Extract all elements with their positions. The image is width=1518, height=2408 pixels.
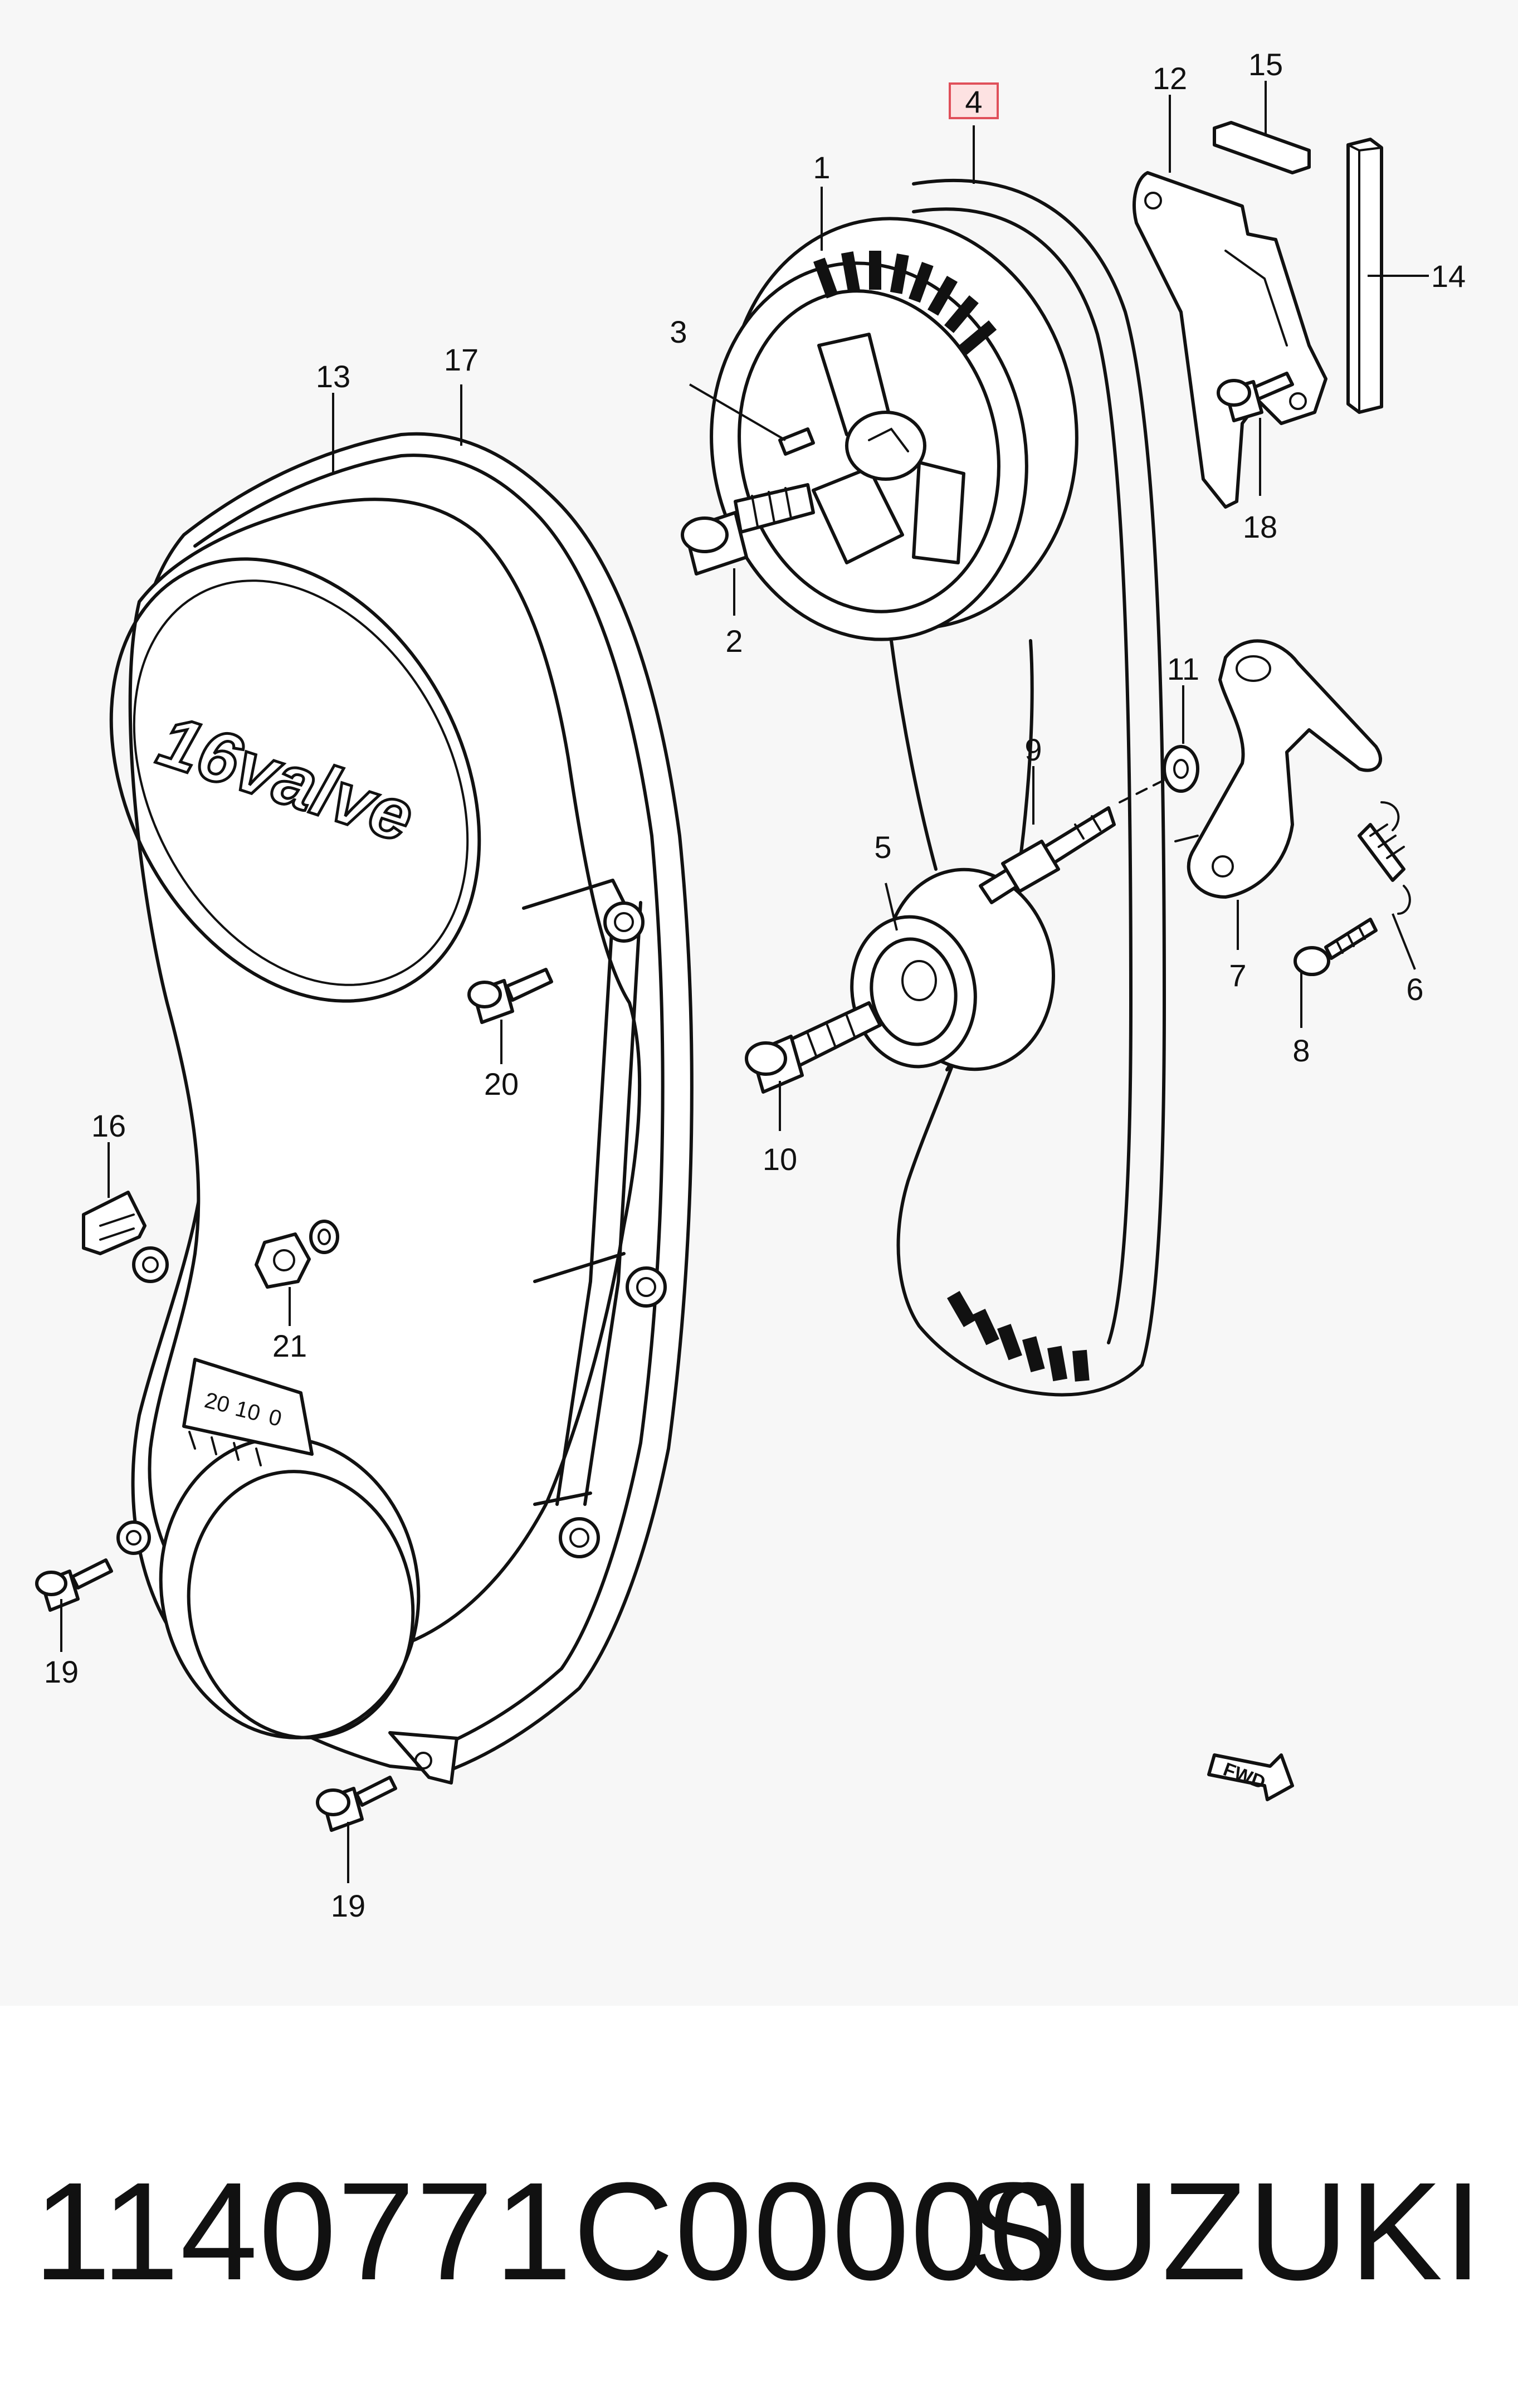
tensioner-pulley: [850, 867, 1055, 1071]
callout-13[interactable]: 13: [316, 359, 350, 394]
callout-2[interactable]: 2: [725, 623, 743, 659]
timing-belt: [890, 178, 1166, 1397]
tensioner-spring: [1358, 801, 1411, 915]
callout-12[interactable]: 12: [1153, 61, 1187, 96]
exploded-parts-diagram: 16valve 20 10 0: [35, 47, 1466, 1923]
tensioner-bolt: [745, 1001, 882, 1094]
part-number: 1140771C00000: [33, 2153, 1068, 2309]
callout-7[interactable]: 7: [1229, 958, 1246, 993]
nut-and-washer: [255, 1220, 339, 1289]
strip-14: [1346, 138, 1383, 414]
callout-19a[interactable]: 19: [44, 1654, 79, 1689]
callout-8[interactable]: 8: [1292, 1033, 1310, 1068]
callout-labels: 1 2 3 4 5 6 7 8 9 10 11 12 13 14 15 16 1…: [44, 47, 1466, 1923]
cover-bolt-19b: [316, 1776, 397, 1832]
camshaft-pulley: [710, 217, 1078, 641]
washer: [1119, 745, 1199, 803]
bracket-bolt: [1217, 372, 1294, 422]
cover-bolt-19a: [35, 1558, 113, 1612]
callout-6[interactable]: 6: [1406, 972, 1423, 1007]
callout-3[interactable]: 3: [670, 314, 687, 349]
footer: [0, 2006, 1518, 2408]
callout-19b[interactable]: 19: [331, 1888, 365, 1923]
callout-4[interactable]: 4: [965, 84, 982, 119]
tensioner-stud: [979, 806, 1116, 904]
belt-teeth: [946, 1291, 1090, 1382]
pulley-bolt: [681, 483, 815, 576]
dowel-pin: [778, 427, 815, 456]
diagram-panel: 16valve 20 10 0: [35, 47, 1466, 1923]
timing-mark-20: 20: [202, 1388, 232, 1417]
forward-direction-arrow: FWD: [1207, 1753, 1294, 1801]
tensioner-plate: [1174, 639, 1383, 899]
callout-10[interactable]: 10: [763, 1142, 797, 1177]
clip-16: [82, 1191, 147, 1255]
timing-mark-10: 10: [233, 1396, 263, 1426]
brand-name: SUZUKI: [966, 2153, 1483, 2309]
callout-leaders: [60, 81, 1429, 1883]
callout-9[interactable]: 9: [1024, 732, 1042, 767]
pulley-teeth: [813, 251, 997, 355]
callout-1[interactable]: 1: [813, 150, 830, 185]
callout-15[interactable]: 15: [1248, 47, 1283, 82]
callout-14[interactable]: 14: [1431, 259, 1466, 294]
callout-4-highlight-box: [949, 82, 999, 119]
key-15: [1213, 121, 1311, 174]
callout-5[interactable]: 5: [874, 830, 891, 865]
callout-11[interactable]: 11: [1167, 651, 1199, 686]
callout-21[interactable]: 21: [272, 1328, 307, 1363]
callout-17[interactable]: 17: [444, 342, 479, 377]
tensioner-screw: [1294, 918, 1378, 976]
timing-belt-cover: 16valve 20 10 0: [109, 432, 694, 1785]
cover-bolt-20: [467, 968, 553, 1024]
callout-18[interactable]: 18: [1243, 509, 1277, 544]
belt-guide-bracket: [1133, 171, 1327, 509]
callout-16[interactable]: 16: [91, 1108, 126, 1143]
callout-20[interactable]: 20: [484, 1066, 519, 1101]
